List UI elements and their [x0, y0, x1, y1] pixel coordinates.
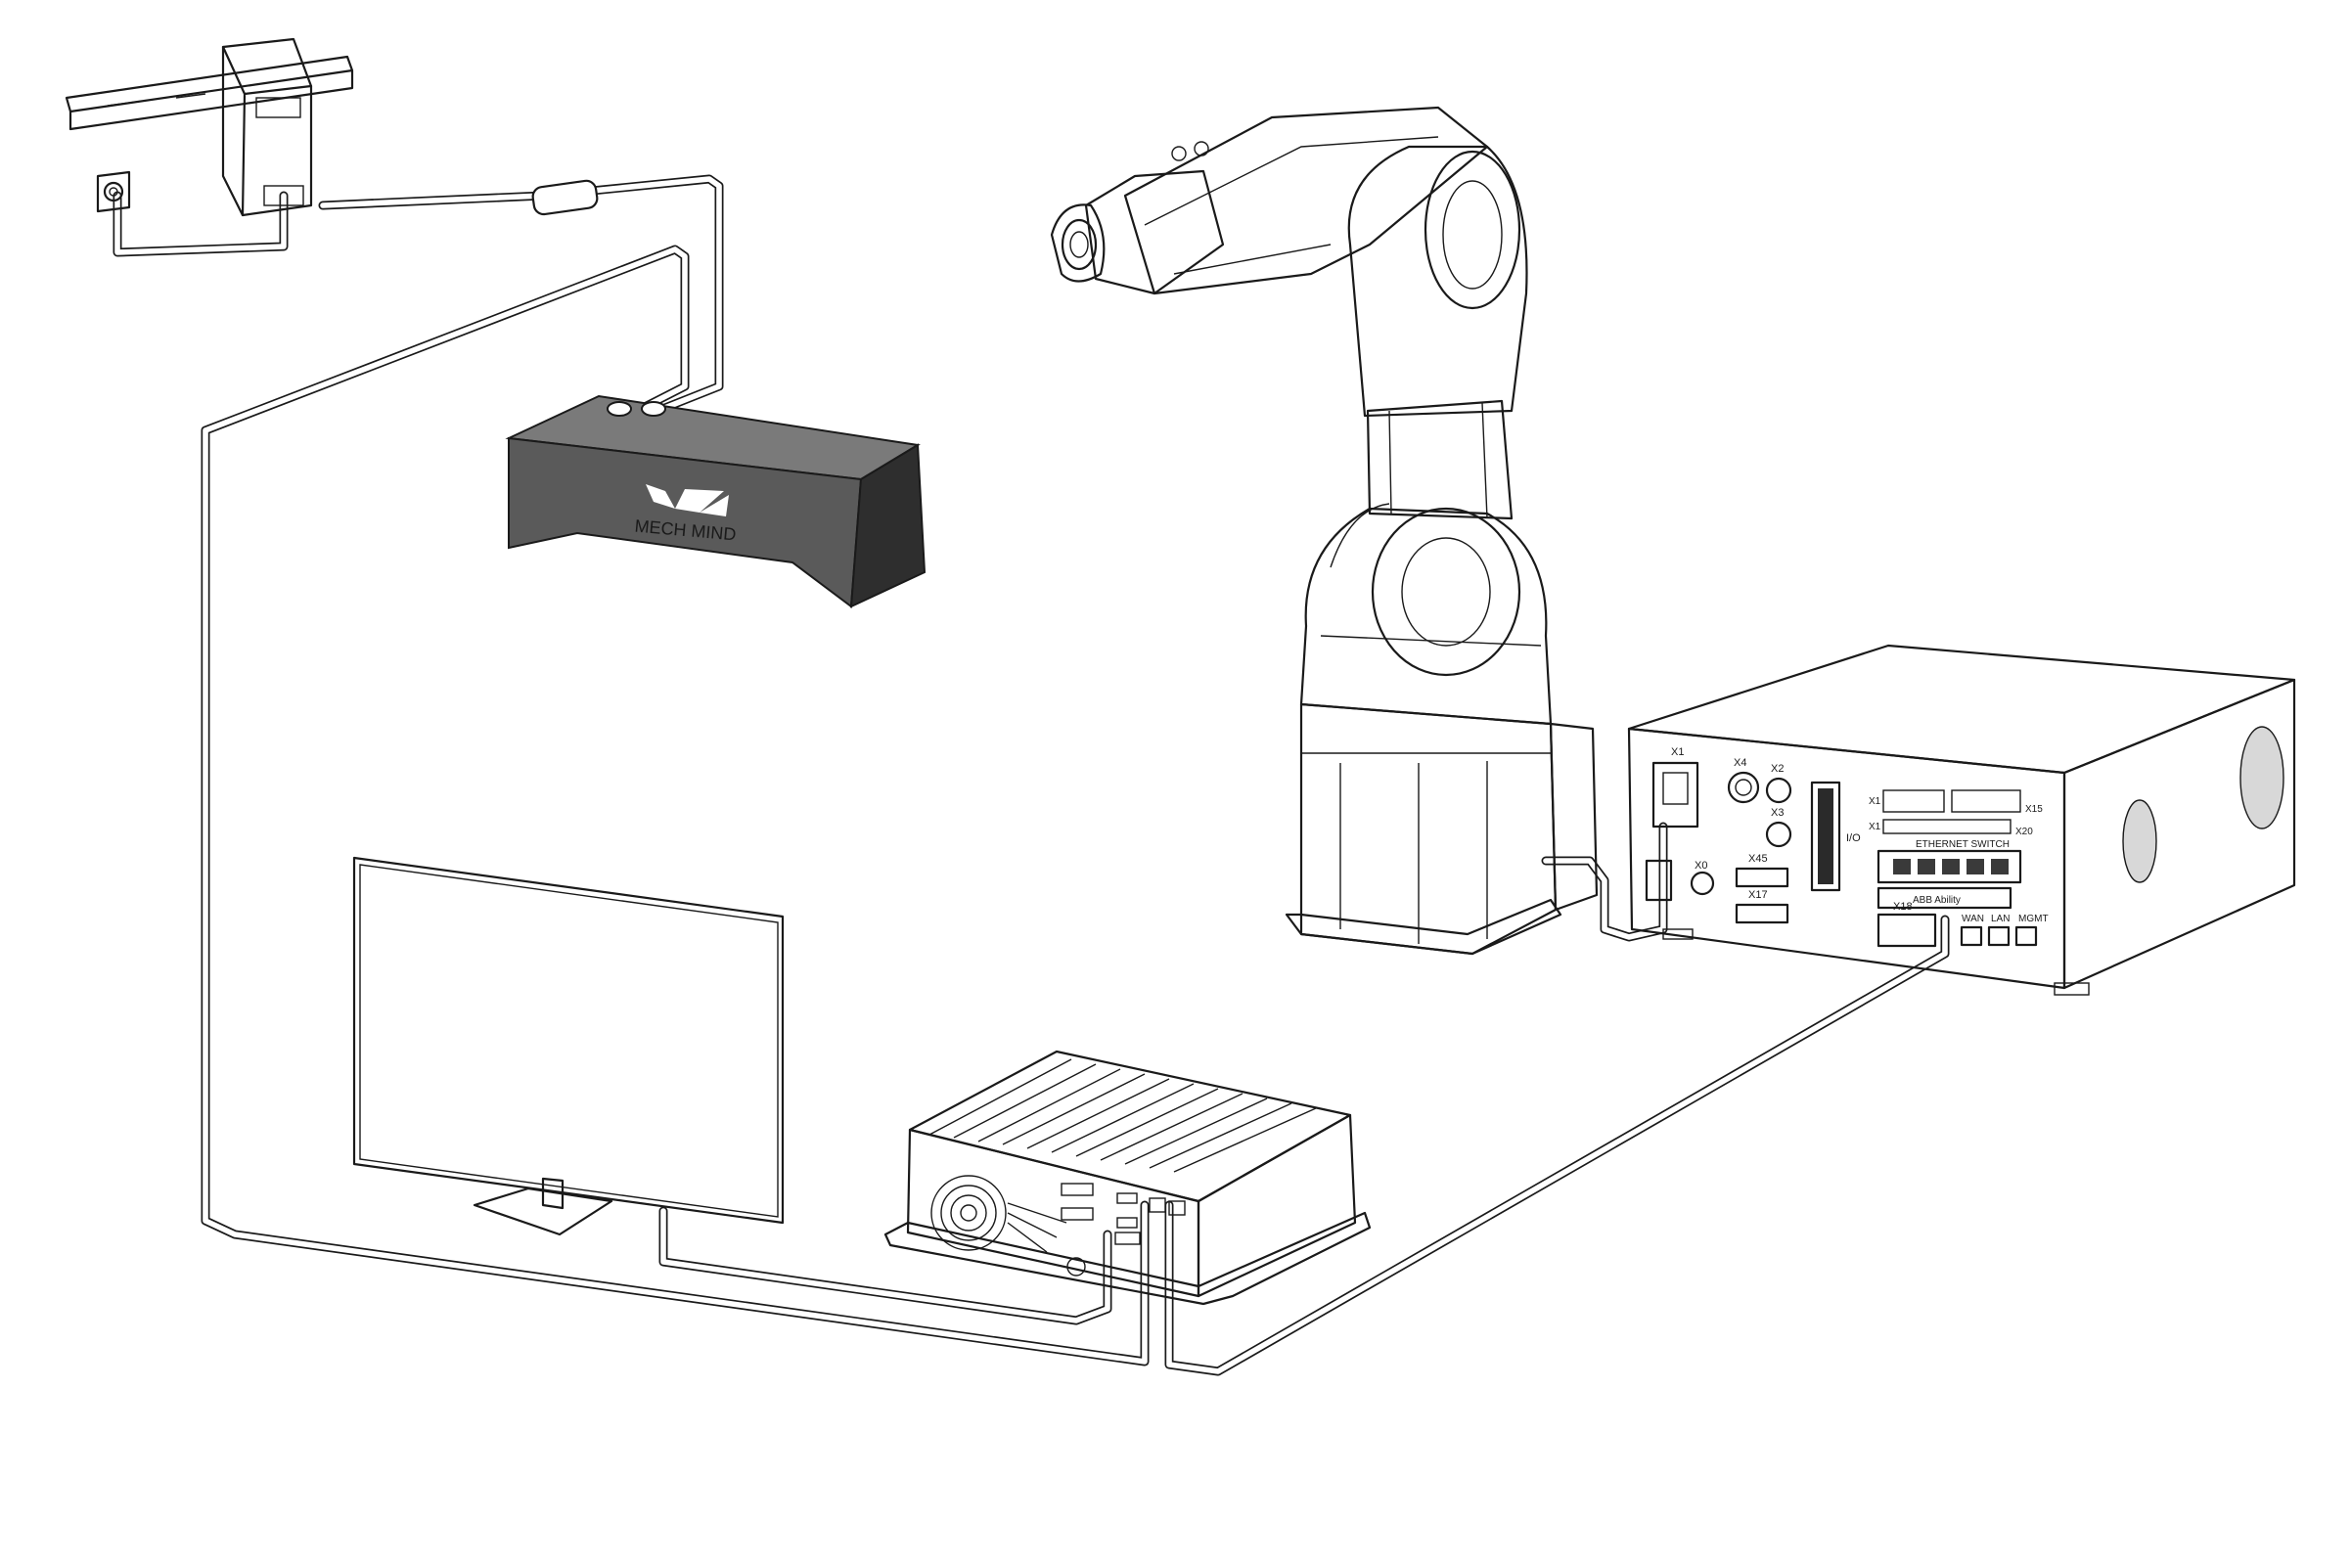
- industrial-pc: [883, 1050, 1372, 1306]
- port-label-x2: X2: [1771, 763, 1784, 775]
- mech-mind-3d-camera: MECH MIND: [505, 394, 927, 608]
- x45-connector[interactable]: [1735, 867, 1789, 888]
- power-supply-box: [221, 37, 313, 217]
- abb-ability-label: ABB Ability: [1913, 895, 1961, 906]
- ipc-lan-port-2[interactable]: [1168, 1200, 1186, 1216]
- wall-outlet: [96, 170, 131, 213]
- robot-controller: X1 X4 X2 X3 X0 X45 X17 I/O X18 X1 X15 X1…: [1627, 644, 2296, 996]
- ipc-hdmi-port[interactable]: [1114, 1232, 1141, 1245]
- port-label-x0: X0: [1695, 860, 1707, 872]
- io-terminal-strip[interactable]: [1810, 781, 1841, 892]
- x4-connector[interactable]: [1727, 771, 1760, 804]
- port-label-x45: X45: [1748, 853, 1768, 865]
- ipc-serial-port-2[interactable]: [1061, 1207, 1094, 1221]
- controller-front: [1627, 727, 2066, 990]
- camera-side-face: [849, 443, 927, 608]
- ferrite-bead: [531, 179, 599, 216]
- vent-grille-icon: [2122, 726, 2284, 883]
- port-label-x3: X3: [1771, 807, 1784, 819]
- robot-base: [1299, 702, 1558, 956]
- robot-arm: [1050, 106, 1599, 956]
- x18-connector[interactable]: [1876, 913, 1937, 948]
- din-rail: [65, 55, 354, 131]
- port-label-x1: X1: [1671, 746, 1684, 758]
- port-label-wan: WAN: [1962, 914, 1984, 924]
- ipc-usb-port-2[interactable]: [1116, 1217, 1138, 1229]
- port-label-x1-terminal-b: X1: [1869, 822, 1881, 832]
- ipc-usb-port[interactable]: [1116, 1192, 1138, 1204]
- port-label-x17: X17: [1748, 889, 1768, 901]
- port-label-x20: X20: [2015, 827, 2033, 837]
- port-label-lan: LAN: [1991, 914, 2010, 924]
- port-label-mgmt: MGMT: [2018, 914, 2049, 924]
- mgmt-port[interactable]: [2014, 925, 2038, 947]
- mech-mind-logo-icon: [646, 484, 729, 516]
- monitor-stand-neck: [541, 1177, 565, 1210]
- wan-port[interactable]: [1960, 925, 1983, 947]
- din-rail-power-supply: [65, 37, 354, 217]
- abb-ability-module: [1876, 886, 2012, 910]
- x0-connector[interactable]: [1690, 871, 1715, 896]
- controller-top: [1627, 644, 2296, 775]
- x17-connector[interactable]: [1735, 903, 1789, 924]
- x1-power-socket[interactable]: [1651, 761, 1699, 829]
- ipc-side: [1197, 1113, 1357, 1298]
- port-label-x15: X15: [2025, 804, 2043, 815]
- monitor: [352, 856, 785, 1236]
- ethernet-switch-label: ETHERNET SWITCH: [1916, 839, 2010, 850]
- ipc-power-button[interactable]: [1066, 1257, 1086, 1277]
- ipc-mounting-flange: [883, 1211, 1372, 1306]
- controller-side: [2062, 678, 2296, 990]
- ethernet-switch[interactable]: [1876, 849, 2022, 884]
- port-label-io: I/O: [1846, 832, 1861, 844]
- monitor-screen: [352, 856, 785, 1225]
- ipc-lan-port[interactable]: [1149, 1197, 1166, 1213]
- ipc-serial-port[interactable]: [1061, 1183, 1094, 1196]
- x2-connector[interactable]: [1765, 777, 1792, 804]
- switch-ports: [1893, 859, 2009, 874]
- cables: [113, 174, 1950, 1376]
- monitor-stand-base: [473, 1187, 613, 1236]
- port-label-x4: X4: [1734, 757, 1746, 769]
- lan-port[interactable]: [1987, 925, 2011, 947]
- port-label-x1-terminal: X1: [1869, 796, 1881, 807]
- fan-icon: [930, 1175, 1067, 1253]
- x3-connector[interactable]: [1765, 821, 1792, 848]
